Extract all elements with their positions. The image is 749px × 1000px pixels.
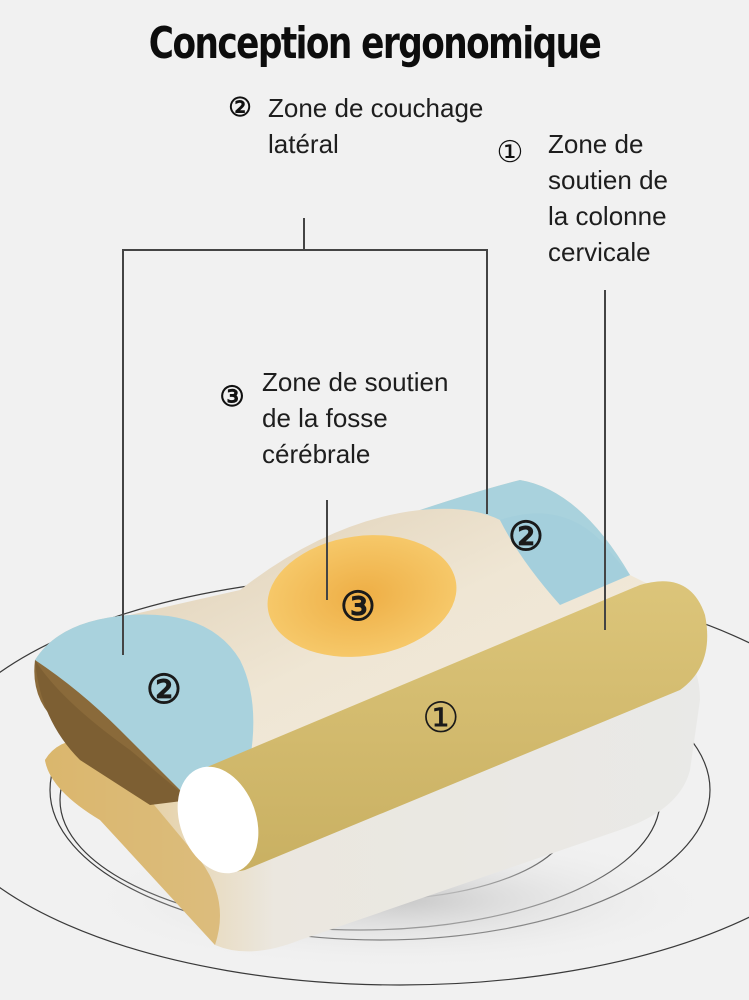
leader-line-zone2-right [486,249,488,514]
pillow-marker-zone2-left: ② [146,668,182,712]
leader-line-zone2-bar [122,249,487,251]
leader-line-zone3 [326,500,328,600]
leader-line-zone2-stem [303,218,305,250]
pillow-marker-zone3: ③ [340,585,376,629]
pillow-marker-zone2-right: ② [508,515,544,559]
zone2-label: Zone de couchage latéral [268,93,484,159]
zone1-number-badge: ① [496,136,524,169]
zone2-number-badge: ② [228,92,252,122]
zone3-label: Zone de soutien de la fosse cérébrale [262,367,449,469]
leader-line-zone2-left [122,249,124,655]
pillow-marker-zone1: ① [422,694,460,741]
zone3-number-badge: ③ [219,381,245,412]
leader-line-zone1 [604,290,606,630]
zone1-label: Zone de soutien de la colonne cervicale [548,129,668,267]
page-title: Conception ergonomique [148,18,602,69]
